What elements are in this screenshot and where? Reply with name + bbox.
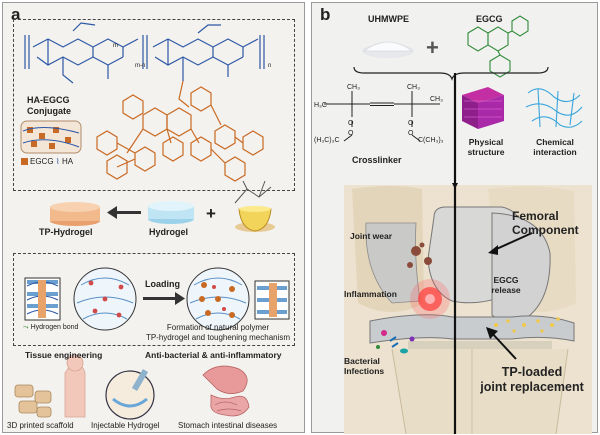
inflammation-label: Inflammation [344,289,397,299]
panel-a-letter: a [11,5,21,24]
svg-text:+: + [206,204,216,223]
panel-a-drawing: + [14,22,290,420]
bacterial-line2: Infections [344,366,385,376]
physical-line1: Physical [468,137,504,147]
subscript-m-n: m-n [135,63,146,69]
svg-text:O: O [408,120,414,127]
hydrogen-bond-icon: ⤳ [23,324,29,331]
femoral-line2: Component [512,223,579,237]
egcg-label: EGCG [476,14,503,24]
legend-ha: HA [61,157,74,166]
chemical-line1: Chemical [536,137,574,147]
panel-b-letter: b [320,5,331,24]
bacteria-icons [376,330,415,354]
ha-polymer-structure [24,22,265,84]
svg-text:O: O [348,120,354,127]
conjugate-label-line1: HA-EGCG [27,95,70,105]
egcg-swatch [21,158,28,166]
chemical-line2: interaction [533,147,577,157]
svg-text:CH₃: CH₃ [407,84,420,91]
formation-line1: Formation of natural polymer [166,323,270,332]
egcg-release-line2: release [491,285,521,295]
legend-egcg: EGCG [30,157,54,166]
svg-text:CH₃: CH₃ [347,84,360,91]
hydrogen-bond-text: Hydrogen bond [30,324,79,331]
conjugate-label-line2: Conjugate [27,106,71,116]
app-label-stomach: Stomach intestinal diseases [178,421,278,430]
chem-left-label: (H₃C)₃C [314,137,340,144]
app-label-scaffold: 3D printed scaffold [7,421,74,430]
hydrogen-bond-label: ⤳ Hydrogen bond [23,324,78,332]
egcg-structure [96,86,264,182]
panel-a: a [2,2,305,433]
svg-text:CH₃: CH₃ [430,96,443,103]
tissue-engineering-label: Tissue engineering [25,350,103,360]
physical-structure-icon [462,87,504,129]
svg-text:H₃C: H₃C [314,102,327,109]
crosslinker-structure [324,91,440,142]
structure-box [13,19,295,191]
egcg-release-particles [494,317,560,333]
scaffold-illustration [14,354,86,418]
panel-b-drawing: + CH₃ CH₃ H₃C CH₃ O [314,15,592,434]
formation-line2: TP-hydrogel and toughening mechanism [145,333,291,342]
svg-text:O: O [348,130,354,137]
egcg-release-line1: EGCG [493,275,519,285]
uhmwpe-label: UHMWPE [368,14,409,24]
down-arrow-tip [452,183,458,189]
tea-cup-icon [234,180,275,232]
tp-hydrogel-label: TP-Hydrogel [39,227,93,237]
physical-line2: structure [467,147,505,157]
subscript-n: n [268,63,272,69]
injectable-hydrogel-illustration [105,368,155,420]
panel-b: b + [311,2,598,434]
stomach-intestine-illustration [202,365,250,417]
joint-wear-label: Joint wear [350,231,393,241]
crosslinker-label: Crosslinker [352,155,402,165]
arrow-to-tp-hydrogel [107,206,141,219]
conjugate-icon [20,120,82,154]
joint-wear-particles [407,242,432,268]
hydrogel-label: Hydrogel [149,227,189,237]
tp-loaded-line2: joint replacement [480,380,584,394]
bacterial-line1: Bacterial [344,356,380,366]
anti-label: Anti-bacterial & anti-inflammatory [145,350,282,360]
mechanism-box [13,253,295,346]
tp-loaded-arrow [489,330,517,360]
femoral-line1: Femoral [512,209,559,223]
hydrogel-disk [148,201,194,224]
ha-legend-icon: ⌇ [55,157,60,166]
legend: EGCG ⌇ HA [21,157,73,166]
bracket [353,66,549,81]
chemical-interaction-icon [525,88,583,128]
app-label-injectable: Injectable Hydrogel [91,421,160,430]
loading-label: Loading [145,279,180,289]
uhmwpe-powder-icon [362,41,414,58]
knee-illustration [344,185,592,434]
svg-text:+: + [426,35,439,60]
chem-right-label: C(CH₃)₃ [418,137,444,144]
tp-loaded-line1: TP-loaded [501,365,563,379]
egcg-molecule-icon [467,15,529,78]
femoral-arrow [491,232,533,252]
hydrogel-network-diagram [24,267,290,331]
svg-text:O: O [408,130,414,137]
tp-hydrogel-disk [50,202,100,226]
inflammation-glow [410,279,450,319]
subscript-m: m [113,43,118,49]
